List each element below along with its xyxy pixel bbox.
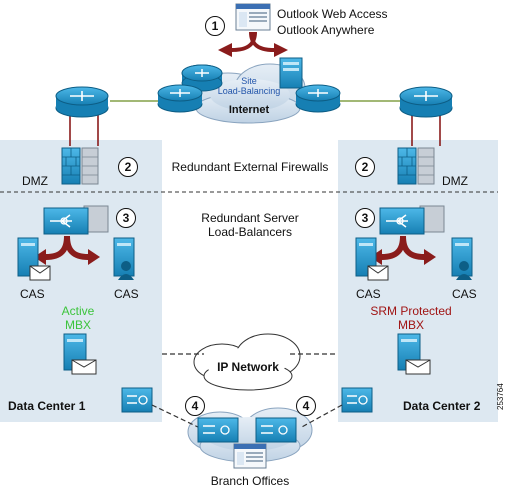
- data-center-2-label: Data Center 2: [403, 399, 481, 413]
- step-badge-2-dc2: 2: [355, 157, 375, 177]
- mailbox-server-dc1: [63, 333, 97, 375]
- internet-label: Internet: [228, 104, 270, 116]
- redundant-lb-label-line2: Load-Balancers: [207, 225, 293, 239]
- router-left-outer: [55, 86, 109, 118]
- branch-device-left: [197, 417, 239, 443]
- data-center-1-panel: [0, 140, 162, 422]
- cas-split-arrow-dc2: [370, 236, 436, 265]
- site-lb-label-line1: Site: [241, 76, 257, 86]
- srm-mbx-label-line2: MBX: [397, 318, 424, 332]
- site-lb-label-line2: Load-Balancing: [217, 86, 281, 96]
- branch-link-left: [151, 404, 201, 429]
- cas-server-dc1-right: [113, 237, 135, 280]
- client-access-split-arrow: [218, 32, 288, 57]
- branch-client-window: [233, 443, 267, 469]
- step-badge-4-right: 4: [296, 396, 316, 416]
- branch-device-right: [255, 417, 297, 443]
- outlook-client-window: [235, 3, 271, 31]
- step-badge-4-left: 4: [185, 396, 205, 416]
- redundant-lb-label-line1: Redundant Server: [201, 211, 299, 225]
- firewall-dc1: [61, 147, 99, 185]
- redundant-firewalls-label: Redundant External Firewalls: [171, 160, 329, 174]
- dmz-label-dc2: DMZ: [442, 174, 468, 188]
- active-mbx-label-line1: Active: [61, 304, 95, 318]
- firewall-dc2: [397, 147, 435, 185]
- ip-network-cloud: [193, 333, 301, 391]
- cas-server-dc1-left: [17, 237, 51, 281]
- figure-id-label: 253764: [496, 383, 505, 410]
- router-left-inner: [157, 84, 203, 113]
- wan-device-dc2: [341, 387, 373, 413]
- cas-label-dc2-right: CAS: [452, 287, 477, 301]
- dmz-label-dc1: DMZ: [22, 174, 48, 188]
- cas-label-dc1-left: CAS: [20, 287, 45, 301]
- server-load-balancer-dc1: [43, 205, 109, 235]
- step-badge-3-dc2: 3: [355, 208, 375, 228]
- step-badge-2-dc1: 2: [118, 157, 138, 177]
- branch-offices-label: Branch Offices: [210, 474, 290, 488]
- owa-label: Outlook Web Access: [277, 7, 388, 21]
- server-load-balancer-dc2: [379, 205, 445, 235]
- router-firewall-links: [69, 112, 441, 146]
- router-right-inner: [295, 84, 341, 113]
- cas-label-dc2-left: CAS: [356, 287, 381, 301]
- mailbox-server-dc2: [397, 333, 431, 375]
- data-center-2-panel: [338, 140, 498, 422]
- cas-split-arrow-dc1: [34, 236, 100, 265]
- wan-device-dc1: [121, 387, 153, 413]
- active-mbx-label-line2: MBX: [64, 318, 91, 332]
- step-badge-3-dc1: 3: [116, 208, 136, 228]
- cas-server-dc2-left: [355, 237, 389, 281]
- outlook-anywhere-label: Outlook Anywhere: [277, 23, 375, 37]
- cas-server-dc2-right: [451, 237, 473, 280]
- step-badge-1: 1: [205, 16, 225, 36]
- ip-network-label: IP Network: [217, 360, 279, 374]
- cas-label-dc1-right: CAS: [114, 287, 139, 301]
- router-right-outer: [399, 86, 453, 118]
- srm-mbx-label-line1: SRM Protected: [370, 304, 452, 318]
- owa-server: [279, 57, 303, 89]
- data-center-1-label: Data Center 1: [8, 399, 86, 413]
